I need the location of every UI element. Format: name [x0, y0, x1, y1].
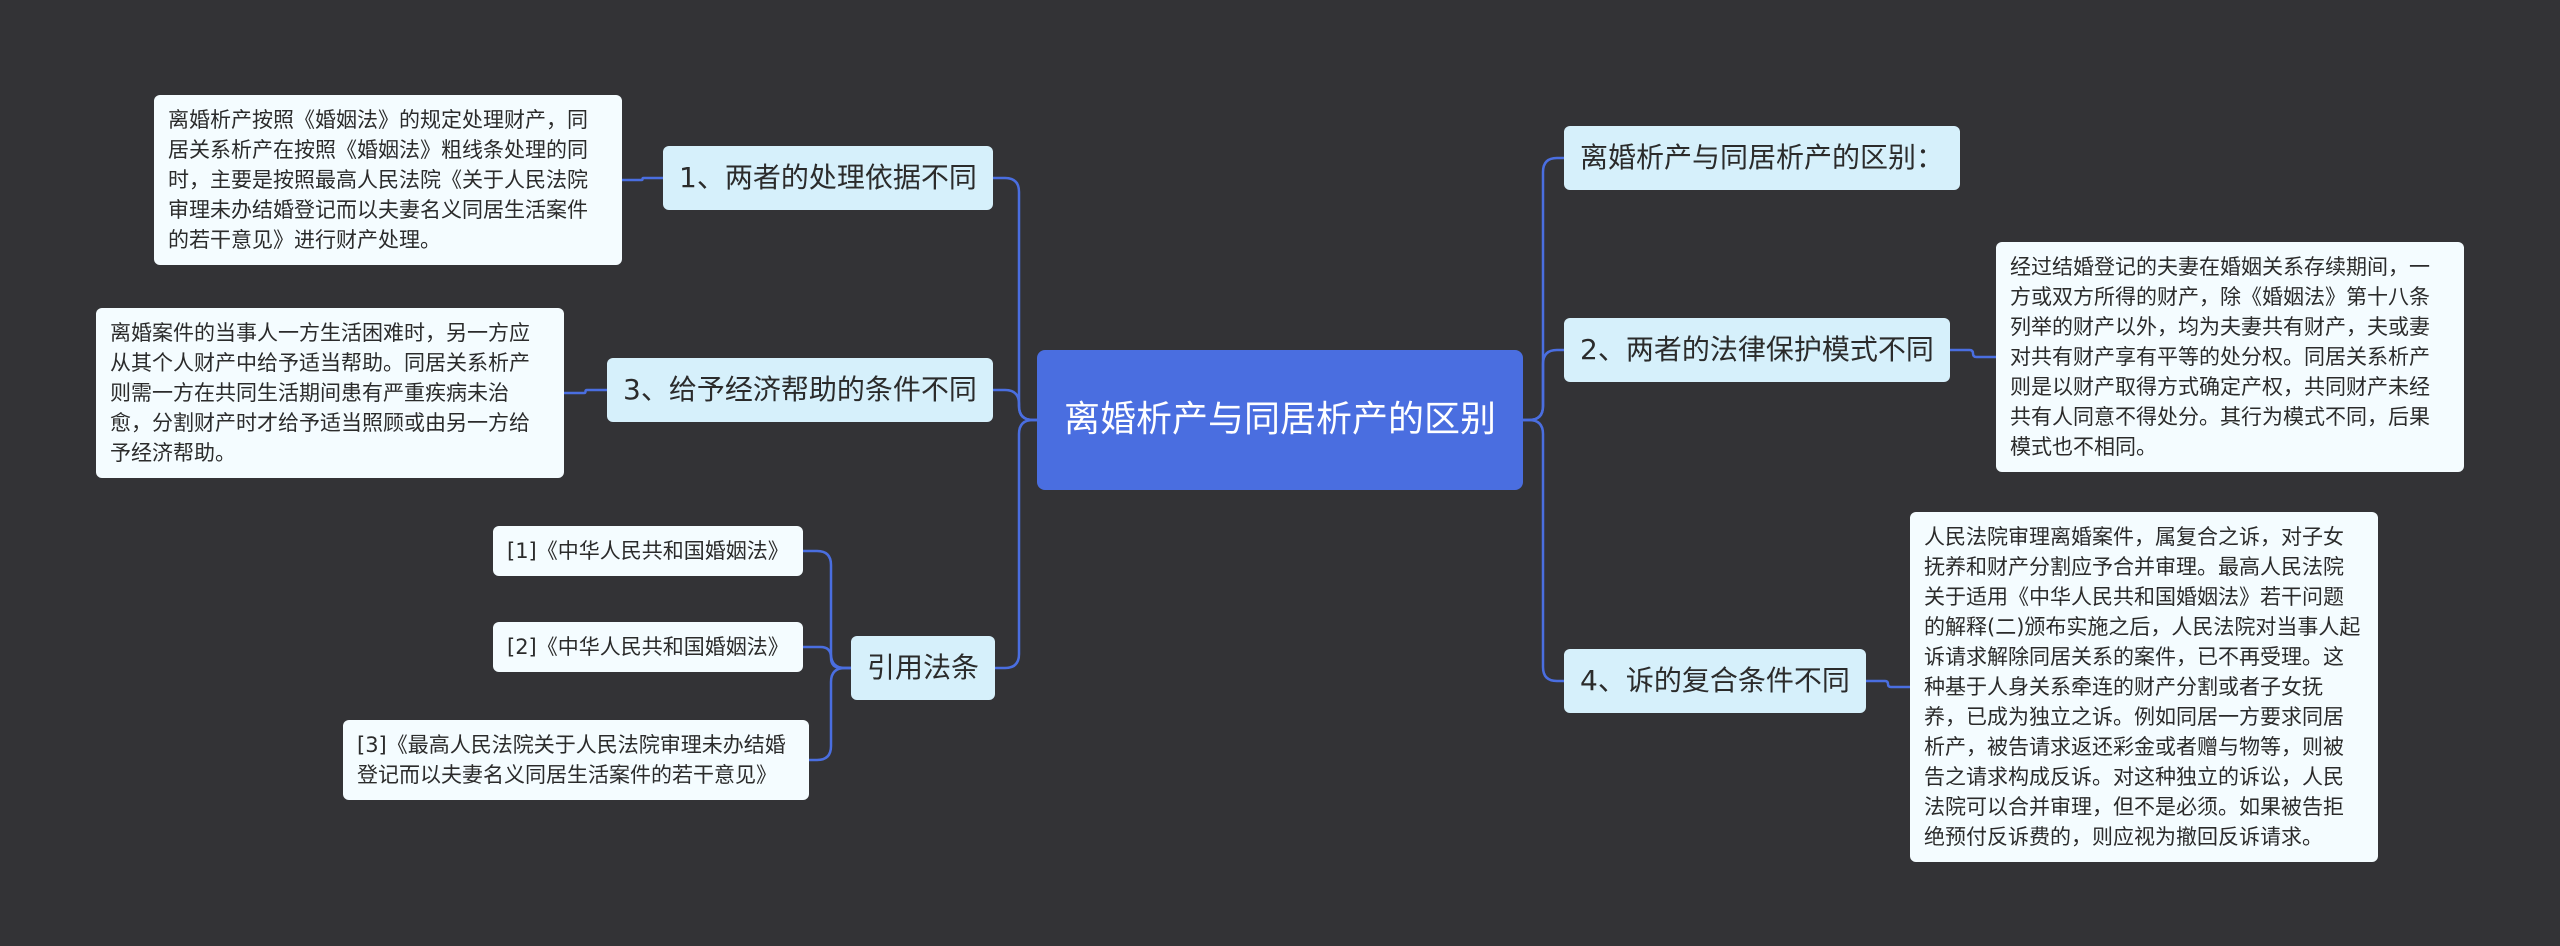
branch-legal-protection[interactable]: 2、两者的法律保护模式不同 — [1564, 318, 1950, 382]
branch-label: 离婚析产与同居析产的区别： — [1580, 141, 1945, 174]
branch-label: 4、诉的复合条件不同 — [1580, 664, 1850, 697]
citation-2[interactable]: [2]《中华人民共和国婚姻法》 — [493, 622, 803, 672]
branch-label: 1、两者的处理依据不同 — [679, 161, 977, 194]
branch-citations[interactable]: 引用法条 — [851, 636, 996, 700]
connector-citation-2 — [803, 645, 851, 670]
connector-citation-1 — [803, 549, 851, 670]
detail-text: 人民法院审理离婚案件，属复合之诉，对子女抚养和财产分割应予合并审理。最高人民法院… — [1924, 525, 2361, 849]
detail-economic-help[interactable]: 离婚案件的当事人一方生活困难时，另一方应从其个人财产中给予适当帮助。同居关系析产… — [96, 308, 564, 478]
detail-text: 经过结婚登记的夫妻在婚姻关系存续期间，一方或双方所得的财产，除《婚姻法》第十八条… — [2010, 255, 2430, 459]
connector-detail-legal-protection — [1950, 348, 1996, 359]
connector-root-branch-legal-protection — [1523, 348, 1564, 422]
branch-processing-basis[interactable]: 1、两者的处理依据不同 — [663, 146, 993, 210]
branch-label: 2、两者的法律保护模式不同 — [1580, 333, 1934, 366]
connector-detail-compound-action — [1866, 679, 1910, 689]
detail-compound-action[interactable]: 人民法院审理离婚案件，属复合之诉，对子女抚养和财产分割应予合并审理。最高人民法院… — [1910, 512, 2378, 862]
branch-compound-action[interactable]: 4、诉的复合条件不同 — [1564, 649, 1866, 713]
detail-text: 离婚案件的当事人一方生活困难时，另一方应从其个人财产中给予适当帮助。同居关系析产… — [110, 321, 530, 465]
connector-detail-processing-basis — [622, 176, 663, 182]
citation-text: [3]《最高人民法院关于人民法院审理未办结婚登记而以夫妻名义同居生活案件的若干意… — [357, 733, 786, 787]
citation-1[interactable]: [1]《中华人民共和国婚姻法》 — [493, 526, 803, 576]
connector-root-branch-economic-help — [993, 388, 1037, 422]
branch-difference-heading[interactable]: 离婚析产与同居析产的区别： — [1564, 126, 1961, 190]
root-topic-label: 离婚析产与同居析产的区别 — [1063, 399, 1496, 440]
detail-processing-basis[interactable]: 离婚析产按照《婚姻法》的规定处理财产，同居关系析产在按照《婚姻法》粗线条处理的同… — [154, 95, 622, 265]
root-topic[interactable]: 离婚析产与同居析产的区别 — [1037, 350, 1523, 490]
branch-label: 3、给予经济帮助的条件不同 — [623, 373, 977, 406]
connector-detail-economic-help — [564, 388, 607, 395]
connector-root-branch-citations — [995, 418, 1037, 670]
citation-text: [2]《中华人民共和国婚姻法》 — [507, 635, 789, 659]
branch-label: 引用法条 — [867, 651, 980, 684]
citation-text: [1]《中华人民共和国婚姻法》 — [507, 539, 789, 563]
citation-3[interactable]: [3]《最高人民法院关于人民法院审理未办结婚登记而以夫妻名义同居生活案件的若干意… — [343, 720, 809, 800]
connector-citation-3 — [809, 666, 851, 762]
branch-economic-help[interactable]: 3、给予经济帮助的条件不同 — [607, 358, 993, 422]
connector-root-branch-compound-action — [1523, 418, 1564, 683]
detail-text: 离婚析产按照《婚姻法》的规定处理财产，同居关系析产在按照《婚姻法》粗线条处理的同… — [168, 108, 588, 252]
connector-root-branch-processing-basis — [993, 176, 1037, 422]
detail-legal-protection[interactable]: 经过结婚登记的夫妻在婚姻关系存续期间，一方或双方所得的财产，除《婚姻法》第十八条… — [1996, 242, 2464, 472]
